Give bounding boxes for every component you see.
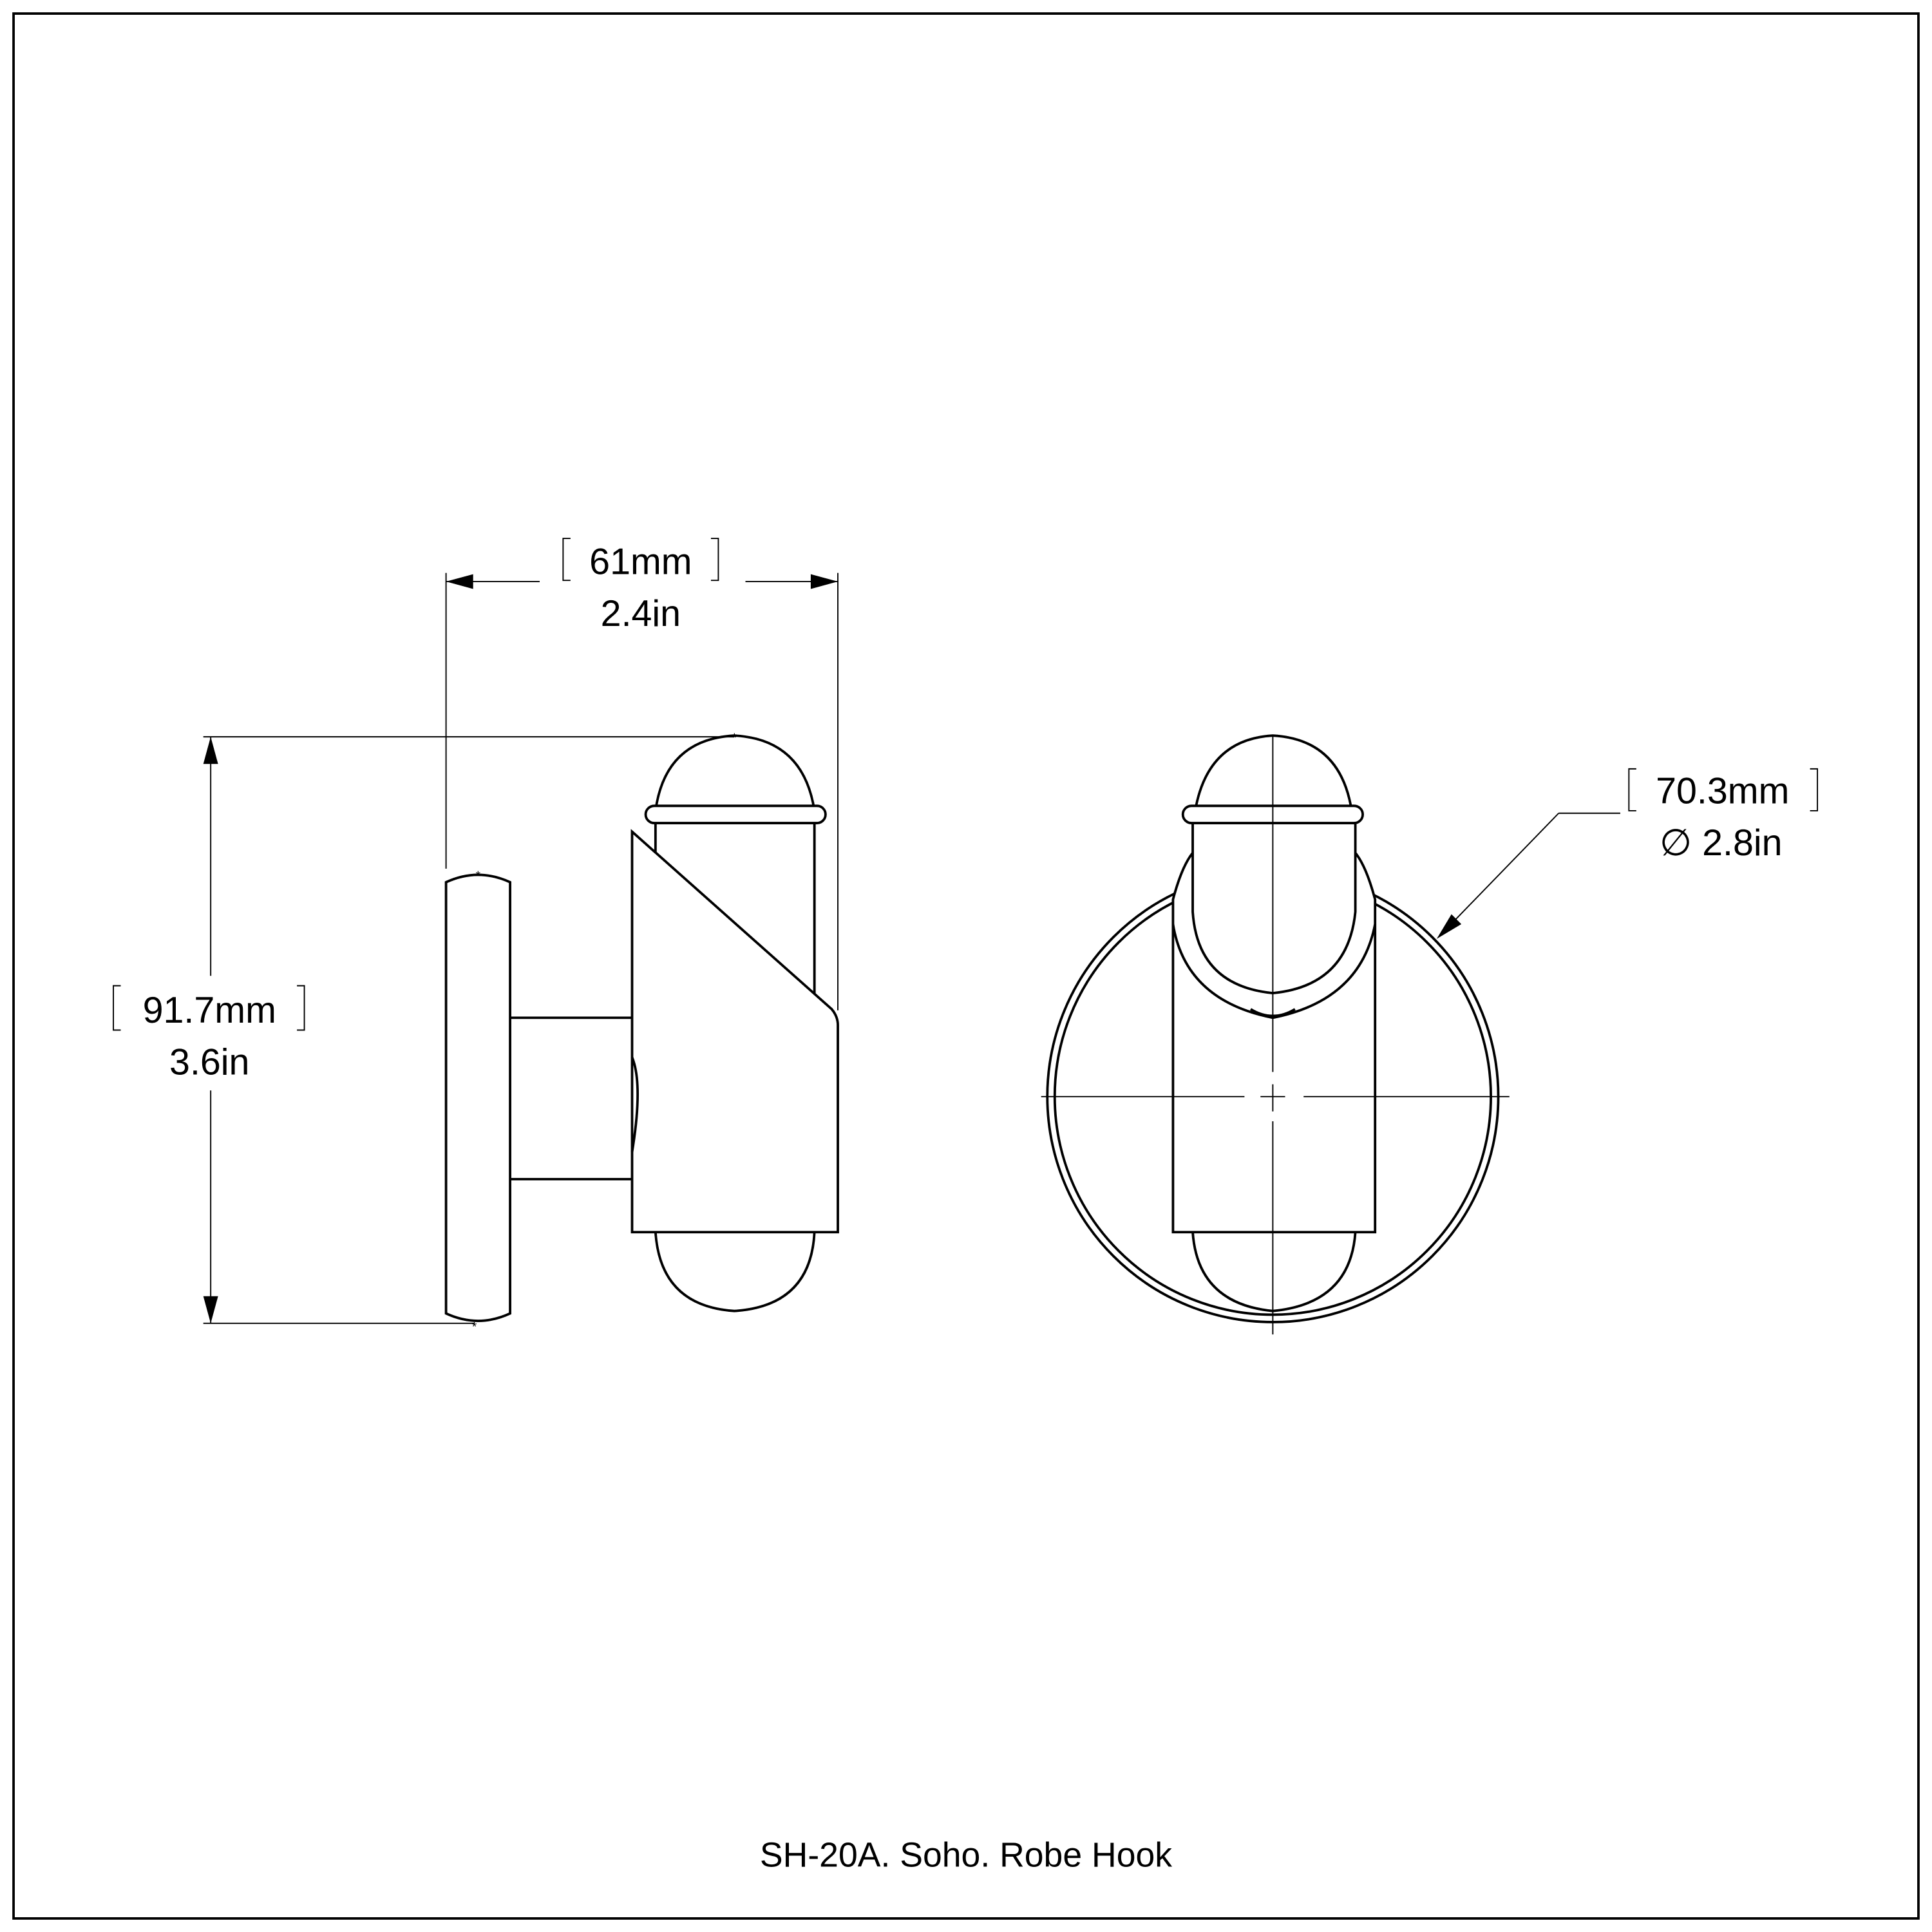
drawing-border (12, 12, 1920, 1920)
front-view (1041, 734, 1510, 1335)
diameter-mm-label: 70.3mm (1656, 770, 1789, 811)
svg-text:*: * (472, 1320, 477, 1334)
diameter-symbol: ∅ (1660, 822, 1692, 864)
top-collar (644, 804, 827, 824)
diameter-dimension: 70.3mm ∅ 2.8in (1436, 768, 1819, 939)
depth-mm-label: 61mm (589, 542, 692, 583)
wall-plate (444, 873, 512, 1322)
drawing-title: SH-20A. Soho. Robe Hook (760, 1837, 1172, 1875)
side-view: * * * (444, 732, 839, 1334)
depth-in-label: 2.4in (601, 593, 681, 634)
svg-text:*: * (476, 869, 481, 883)
diameter-in-label: 2.8in (1702, 822, 1782, 864)
depth-dimension: 61mm 2.4in (445, 538, 838, 1010)
svg-text:*: * (732, 732, 737, 745)
height-in-label: 3.6in (169, 1041, 249, 1083)
height-mm-label: 91.7mm (143, 990, 276, 1031)
hook-body (630, 829, 839, 1234)
height-dimension: 91.7mm 3.6in (113, 736, 735, 1324)
